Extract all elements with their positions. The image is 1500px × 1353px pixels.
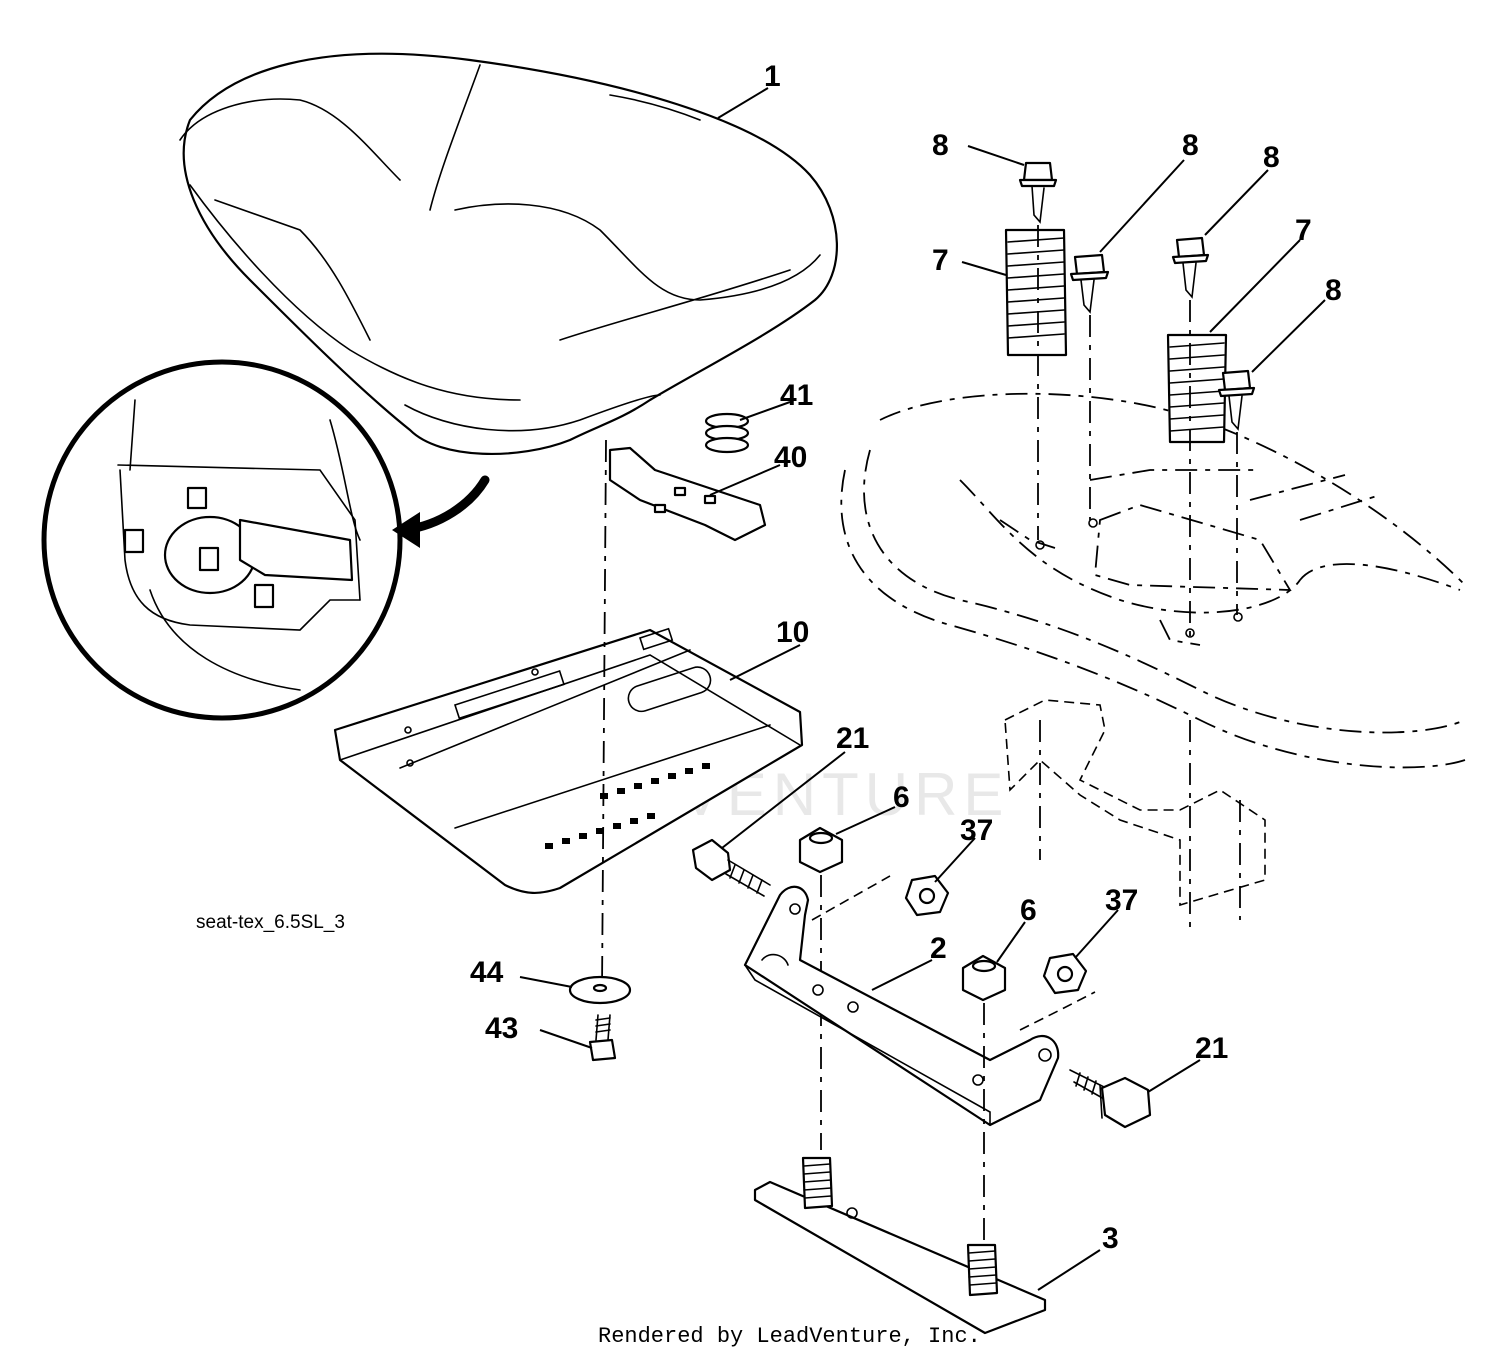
bolt-8-b[interactable]	[1069, 253, 1110, 314]
callout-3: 3	[1102, 1222, 1119, 1255]
seat-part[interactable]	[179, 52, 838, 456]
seat-pan-10[interactable]	[333, 627, 804, 894]
spring-7-a[interactable]	[1004, 228, 1068, 357]
callout-21-a: 21	[836, 722, 869, 755]
chassis-outline	[840, 392, 1466, 920]
seat-switch-bracket-40[interactable]	[608, 446, 767, 542]
callout-8-b: 8	[1182, 129, 1199, 162]
callout-6-b: 6	[1020, 894, 1037, 927]
spring-7-b[interactable]	[1166, 333, 1228, 444]
diagram-id-label: seat-tex_6.5SL_3	[196, 912, 345, 933]
callout-43: 43	[485, 1012, 518, 1045]
bolt-8-c[interactable]	[1171, 236, 1210, 299]
bolt-21-left[interactable]	[691, 838, 771, 897]
callout-41: 41	[780, 379, 813, 412]
callout-7-b: 7	[1295, 214, 1312, 247]
leader-lines	[519, 87, 1326, 1291]
callout-7-a: 7	[932, 244, 949, 277]
callout-8-c: 8	[1263, 141, 1280, 174]
nut-6-left[interactable]	[798, 826, 844, 874]
nut-37-right[interactable]	[1042, 952, 1088, 995]
callout-6-a: 6	[893, 781, 910, 814]
callout-37-b: 37	[1105, 884, 1138, 917]
bolt-8-a[interactable]	[1018, 161, 1058, 224]
bolt-43[interactable]	[588, 1014, 617, 1062]
callout-21-b: 21	[1195, 1032, 1228, 1065]
footer-credit: Rendered by LeadVenture, Inc.	[598, 1324, 981, 1349]
callout-37-a: 37	[960, 814, 993, 847]
callout-8-a: 8	[932, 129, 949, 162]
callout-8-d: 8	[1325, 274, 1342, 307]
nut-6-right[interactable]	[961, 954, 1007, 1002]
washer-44[interactable]	[568, 975, 632, 1005]
bolt-21-right[interactable]	[1069, 1069, 1152, 1129]
nut-37-left[interactable]	[904, 874, 950, 917]
callout-44: 44	[470, 956, 504, 989]
bracket-2[interactable]	[743, 885, 1060, 1127]
callout-2: 2	[930, 932, 947, 965]
spring-41[interactable]	[704, 412, 750, 454]
plate-3[interactable]	[753, 1156, 1047, 1335]
latch-detail-inset	[41, 359, 490, 721]
callout-40: 40	[774, 441, 807, 474]
callout-10: 10	[776, 616, 809, 649]
callout-1: 1	[764, 60, 781, 93]
bolt-8-d[interactable]	[1217, 369, 1256, 431]
